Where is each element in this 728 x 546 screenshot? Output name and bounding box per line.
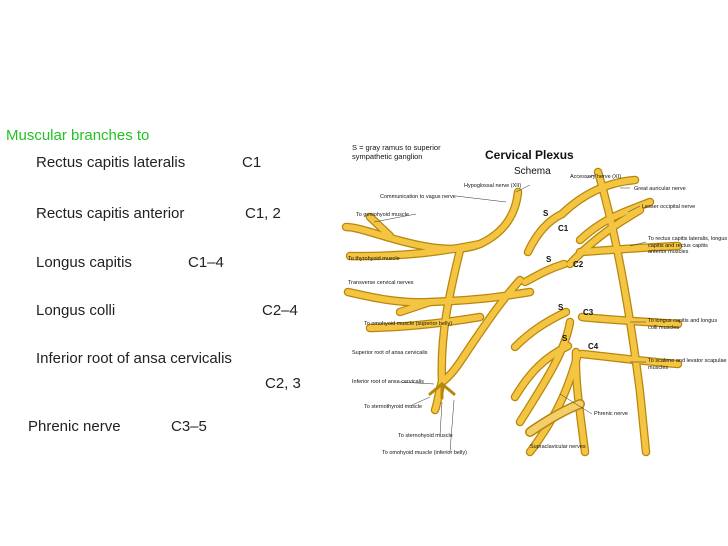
label-thyrohyoid: To thyrohyoid muscle xyxy=(348,256,400,262)
label-superior-root-ansa: Superior root of ansa cervicalis xyxy=(352,350,428,356)
gray-ramus-marker-4: S xyxy=(562,334,568,343)
label-sternothyroid: To sternothyroid muscle xyxy=(364,404,422,410)
label-hypoglossal: Hypoglossal nerve (XII) xyxy=(464,183,521,189)
item-level-ansa-cervicalis: C2, 3 xyxy=(265,375,301,392)
item-name-longus-capitis: Longus capitis xyxy=(36,254,132,271)
label-rectus-capitis-branch-box: To rectus capitis lateralis, longus capi… xyxy=(648,236,728,255)
item-level-longus-capitis: C1–4 xyxy=(188,254,224,271)
gray-ramus-marker-1: S xyxy=(543,209,549,218)
item-name-phrenic-nerve: Phrenic nerve xyxy=(28,418,121,435)
label-rectus-capitis-branch: To rectus capitis lateralis, longus capi… xyxy=(648,236,728,255)
label-phrenic: Phrenic nerve xyxy=(594,411,628,417)
level-c4: C4 xyxy=(588,342,599,351)
label-omohyoid-inferior: To omohyoid muscle (inferior belly) xyxy=(382,450,467,456)
gray-ramus-marker-2: S xyxy=(546,255,552,264)
right-labels: Hypoglossal nerve (XII) Accessory nerve … xyxy=(464,174,695,210)
label-longus-branch-box: To longus capitis and longus colli muscl… xyxy=(648,318,718,331)
gray-ramus-marker-3: S xyxy=(558,303,564,312)
label-inferior-root-ansa: Inferior root of ansa cervicalis xyxy=(352,379,424,385)
label-omohyoid-superior: To omohyoid muscle (superior belly) xyxy=(364,321,452,327)
item-level-rectus-capitis-anterior: C1, 2 xyxy=(245,205,281,222)
label-longus-branch: To longus capitis and longus colli muscl… xyxy=(648,318,718,331)
label-scalene-branch-box: To scalene and levator scapulae muscles xyxy=(648,358,727,371)
slide-heading: Muscular branches to xyxy=(6,127,150,144)
nerve-paths xyxy=(341,167,683,457)
diagram-legend-line2: sympathetic ganglion xyxy=(352,152,422,161)
diagram-title: Cervical Plexus xyxy=(485,148,574,162)
item-name-rectus-capitis-lateralis: Rectus capitis lateralis xyxy=(36,154,186,171)
item-name-longus-colli: Longus colli xyxy=(36,302,116,319)
level-c3: C3 xyxy=(583,308,594,317)
label-transverse-cervical: Transverse cervical nerves xyxy=(348,280,414,286)
item-level-phrenic-nerve: C3–5 xyxy=(171,418,207,435)
item-level-longus-colli: C2–4 xyxy=(262,302,298,319)
label-geniohyoid: To geniohyoid muscle xyxy=(356,212,409,218)
label-accessory: Accessory nerve (XI) xyxy=(570,174,621,180)
item-name-rectus-capitis-anterior: Rectus capitis anterior xyxy=(36,205,185,222)
diagram-subtitle: Schema xyxy=(514,166,551,177)
label-sternohyoid: To sternohyoid muscle xyxy=(398,433,453,439)
item-name-ansa-cervicalis: Inferior root of ansa cervicalis xyxy=(36,350,232,367)
label-communication-vagus: Communication to vagus nerve xyxy=(380,194,456,200)
label-lesser-occipital: Lesser occipital nerve xyxy=(642,204,695,210)
level-c1: C1 xyxy=(558,224,569,233)
label-supraclavicular: Supraclavicular nerves xyxy=(530,444,586,450)
leader-lines xyxy=(373,173,647,453)
item-level-rectus-capitis-lateralis: C1 xyxy=(242,154,262,171)
diagram-legend-line1: S = gray ramus to superior xyxy=(352,143,441,152)
label-scalene-branch: To scalene and levator scapulae muscles xyxy=(648,358,727,371)
cervical-plexus-diagram: S = gray ramus to superior sympathetic g… xyxy=(341,143,728,457)
level-c2: C2 xyxy=(573,260,584,269)
label-great-auricular: Great auricular nerve xyxy=(634,186,686,192)
left-labels: Communication to vagus nerve To geniohyo… xyxy=(348,194,467,456)
